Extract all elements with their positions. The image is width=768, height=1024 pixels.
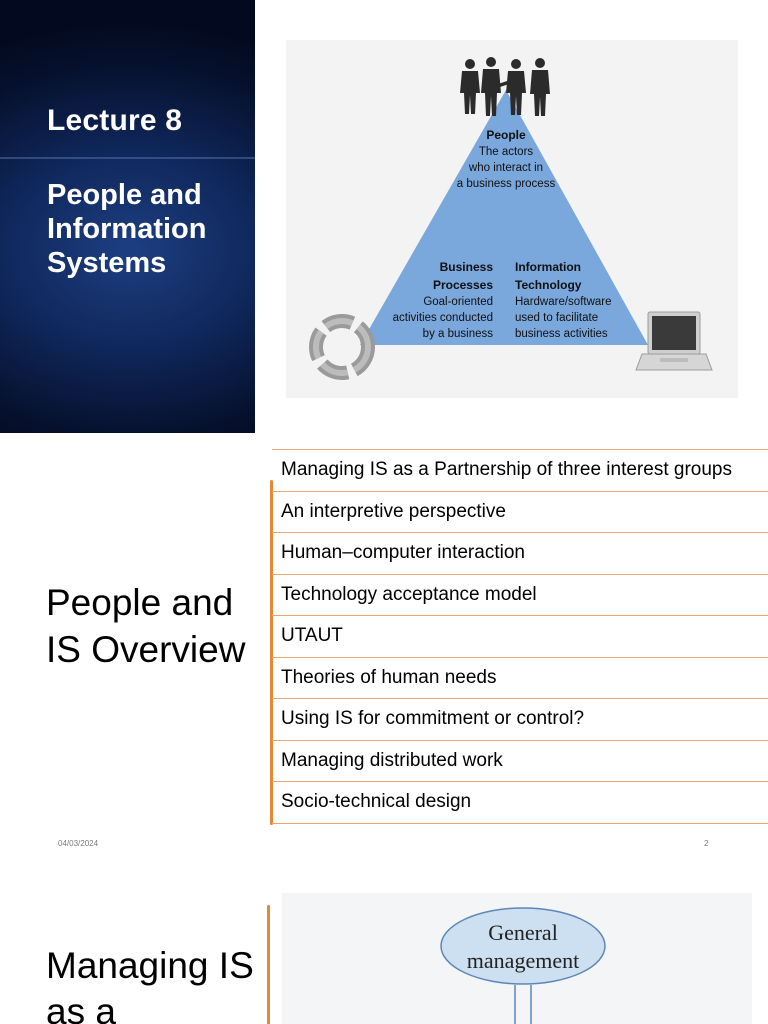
general-management-node: [440, 907, 606, 985]
it-title-line-1: Information: [515, 260, 581, 274]
people-desc-line-2: who interact in: [468, 162, 543, 174]
bp-desc-line-3: by a business: [423, 328, 494, 340]
laptop-icon: [635, 311, 713, 371]
title-panel: Lecture 8 People and Information Systems: [0, 0, 255, 433]
list-item: Socio-technical design: [272, 782, 768, 824]
slide-number: 2: [704, 839, 709, 848]
process-cycle-icon: [309, 314, 375, 380]
lecture-title: People and Information Systems: [47, 179, 207, 279]
node-label-line-2: management: [467, 948, 579, 973]
bp-desc-line-1: Goal-oriented: [423, 296, 493, 308]
interest-groups-diagram: General management: [282, 893, 752, 1024]
it-desc-line-2: used to facilitate: [515, 312, 598, 324]
list-item: Theories of human needs: [272, 658, 768, 699]
list-item: An interpretive perspective: [272, 492, 768, 533]
accent-bar: [270, 480, 273, 825]
list-item: Technology acceptance model: [272, 575, 768, 616]
it-title-line-2: Technology: [515, 278, 582, 292]
node-label-line-1: General: [488, 920, 558, 945]
people-desc-line-3: a business process: [457, 178, 556, 190]
slide-3: Managing IS as a General management: [0, 863, 768, 1024]
it-desc-line-3: business activities: [515, 328, 608, 340]
list-item: Managing IS as a Partnership of three in…: [272, 450, 768, 492]
list-item: Human–computer interaction: [272, 533, 768, 575]
divider: [0, 157, 255, 159]
bp-desc-line-2: activities conducted: [393, 312, 493, 324]
it-desc-line-1: Hardware/software: [515, 296, 612, 308]
slide-2: People and IS Overview Managing IS as a …: [0, 433, 768, 863]
lecture-number: Lecture 8: [47, 104, 183, 137]
slide-date: 04/03/2024: [58, 839, 99, 848]
accent-bar: [267, 905, 270, 1024]
list-item: Managing distributed work: [272, 741, 768, 782]
triangle-shape: [360, 90, 648, 345]
list-item: UTAUT: [272, 616, 768, 658]
overview-list: Managing IS as a Partnership of three in…: [272, 449, 768, 824]
bp-title-line-2: Processes: [433, 278, 493, 292]
slide-1: Lecture 8 People and Information Systems…: [0, 0, 768, 433]
people-desc-line-1: The actors: [479, 146, 534, 158]
people-silhouette-icon: [460, 57, 550, 116]
people-process-technology-diagram: People The actors who interact in a busi…: [286, 40, 738, 398]
slide-title: Managing IS as a: [46, 945, 254, 1024]
people-label: People: [486, 128, 526, 142]
slide-title: People and IS Overview: [46, 582, 246, 670]
list-item: Using IS for commitment or control?: [272, 699, 768, 741]
bp-title-line-1: Business: [440, 260, 494, 274]
